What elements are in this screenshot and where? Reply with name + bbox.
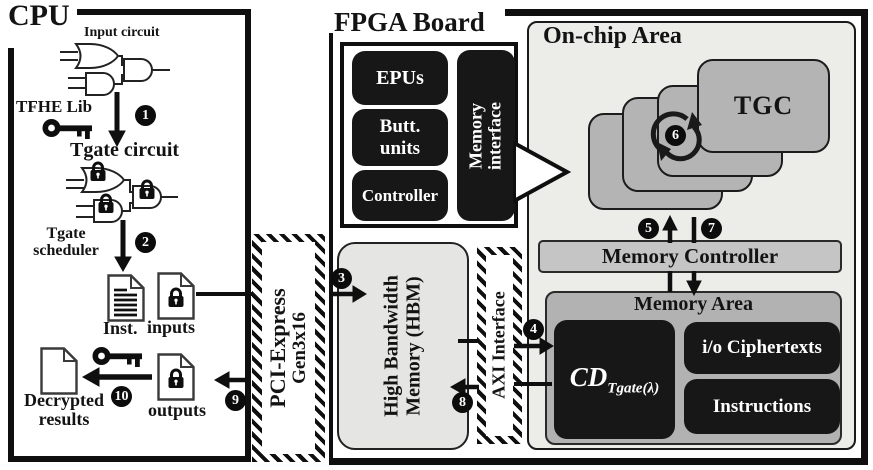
input-circuit-icon bbox=[60, 43, 170, 96]
butt-units-line1: Butt. bbox=[379, 116, 421, 138]
tgc-label: TGC bbox=[733, 91, 794, 120]
cpu-border-top bbox=[77, 9, 251, 15]
fpga-border-left bbox=[329, 33, 333, 458]
lock-icon bbox=[138, 179, 156, 201]
fpga-border-bottom bbox=[329, 458, 868, 465]
step-badge-5: 5 bbox=[638, 218, 659, 239]
tgate-scheduler-line1: Tgate bbox=[46, 225, 86, 242]
step-badge-6: 6 bbox=[665, 125, 686, 146]
fpga-board-title: FPGA Board bbox=[334, 7, 485, 37]
hbm-line1: High Bandwidth bbox=[380, 275, 403, 417]
key-icon bbox=[92, 347, 142, 367]
input-circuit-label: Input circuit bbox=[84, 25, 160, 40]
memory-area-title: Memory Area bbox=[633, 293, 754, 315]
decrypted-results-document-icon bbox=[40, 347, 78, 395]
pci-express-band-inner bbox=[262, 242, 315, 454]
epus-box: EPUs bbox=[352, 51, 448, 105]
tgate-circuit-icon bbox=[66, 161, 178, 223]
lock-icon bbox=[89, 161, 107, 183]
decrypted-line1: Decrypted bbox=[24, 390, 104, 410]
memory-controller-label: Memory Controller bbox=[601, 244, 779, 268]
decrypted-results-label: Decrypted results bbox=[12, 391, 116, 429]
cpu-border-left bbox=[8, 48, 14, 462]
io-ciphertexts-label: i/o Ciphertexts bbox=[702, 337, 822, 359]
axi-interface-label: AXI Interface bbox=[488, 291, 509, 399]
epus-label: EPUs bbox=[376, 66, 424, 89]
fpga-border-right bbox=[861, 9, 868, 465]
lock-icon bbox=[97, 193, 115, 215]
memory-interface-line1: Memory bbox=[465, 103, 486, 169]
cd-tgate-label: CDTgate(λ) bbox=[570, 362, 660, 397]
inst-label: Inst. bbox=[103, 318, 138, 338]
step-badge-9: 9 bbox=[225, 390, 246, 411]
cd-subscript: Tgate(λ) bbox=[607, 380, 660, 397]
hbm-line2: Memory (HBM) bbox=[402, 276, 424, 416]
cpu-border-bottom bbox=[8, 456, 251, 462]
epu-callout-box: EPUs Butt. units Controller Memory inter… bbox=[340, 42, 518, 228]
instructions-box: Instructions bbox=[684, 379, 840, 434]
cd-tgate-box: CDTgate(λ) bbox=[554, 320, 675, 439]
butt-units-box: Butt. units bbox=[352, 109, 448, 166]
tgate-scheduler-line2: scheduler bbox=[33, 241, 99, 259]
tgate-scheduler-label: Tgate scheduler bbox=[14, 225, 118, 260]
hbm-label: High Bandwidth Memory (HBM) bbox=[380, 275, 424, 417]
pci-express-line2: Gen3x16 bbox=[288, 312, 310, 384]
tgate-circuit-label: Tgate circuit bbox=[70, 139, 180, 161]
onchip-area-title: On-chip Area bbox=[543, 23, 682, 49]
outputs-label: outputs bbox=[148, 400, 207, 420]
memory-interface-label: Memory interface bbox=[465, 102, 506, 170]
axi-interface-band-inner bbox=[486, 255, 513, 436]
pci-express-line1: PCI-Express bbox=[264, 288, 290, 408]
controller-label: Controller bbox=[361, 185, 439, 205]
io-ciphertexts-box: i/o Ciphertexts bbox=[684, 322, 840, 374]
cpu-title: CPU bbox=[8, 0, 70, 32]
step-badge-2: 2 bbox=[135, 232, 156, 253]
step-badge-10: 10 bbox=[111, 386, 132, 407]
hbm-box bbox=[337, 242, 469, 450]
key-icon bbox=[42, 119, 92, 139]
butt-units-line2: units bbox=[379, 137, 421, 159]
memory-interface-box bbox=[457, 50, 515, 221]
instructions-label: Instructions bbox=[712, 395, 812, 417]
memory-area: Memory Area CDTgate(λ) i/o Ciphertexts I… bbox=[545, 291, 842, 445]
step-badge-3: 3 bbox=[331, 268, 352, 289]
pci-express-label: PCI-Express Gen3x16 bbox=[264, 288, 310, 408]
and-gate-icon bbox=[123, 58, 153, 82]
encrypted-inputs-document-icon bbox=[157, 272, 195, 320]
tfhe-lib-label: TFHE Lib bbox=[16, 97, 93, 116]
callout-pointer bbox=[513, 140, 571, 204]
instructions-document-icon bbox=[107, 274, 145, 322]
memory-controller-bar: Memory Controller bbox=[538, 240, 842, 273]
cd-base: CD bbox=[569, 361, 608, 392]
step-badge-4: 4 bbox=[523, 319, 544, 340]
and-gate-icon bbox=[85, 72, 115, 96]
step-badge-7: 7 bbox=[701, 218, 722, 239]
fpga-border-top bbox=[505, 9, 868, 16]
cpu-border-right bbox=[245, 9, 251, 462]
inputs-label: inputs bbox=[147, 317, 196, 337]
or-gate-icon bbox=[74, 43, 120, 69]
pci-express-band bbox=[252, 234, 325, 462]
tgc-card-front: TGC bbox=[697, 59, 830, 153]
decrypted-line2: results bbox=[38, 408, 90, 429]
step-badge-8: 8 bbox=[452, 392, 473, 413]
encrypted-outputs-document-icon bbox=[157, 353, 195, 401]
step10-arrow bbox=[81, 367, 152, 387]
memory-interface-line2: interface bbox=[485, 102, 505, 170]
cycle-arrows-icon bbox=[650, 111, 702, 162]
controller-box: Controller bbox=[352, 170, 448, 221]
step-badge-1: 1 bbox=[135, 105, 156, 126]
